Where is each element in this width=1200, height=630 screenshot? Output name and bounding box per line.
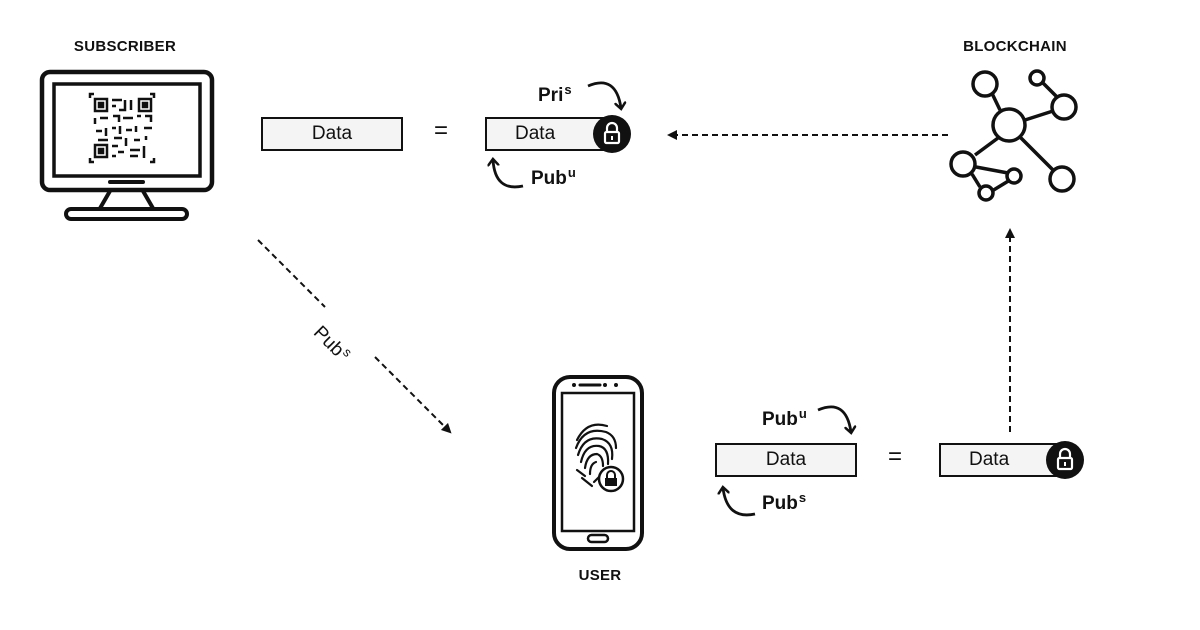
equals-sign-top: =	[434, 117, 449, 144]
blockchain-label: BLOCKCHAIN	[963, 38, 1067, 55]
padlock-icon	[593, 115, 631, 153]
monitor-with-qr-code-icon	[39, 69, 215, 221]
arrow-subscriber-to-user-a	[257, 239, 326, 308]
curved-arrow-bottom-pubs	[723, 488, 756, 517]
qr-code-icon	[88, 92, 156, 164]
encrypted-data-label: Data	[969, 449, 1010, 470]
equals-sign-bottom: =	[888, 443, 903, 470]
fingerprint-icon	[574, 423, 618, 488]
user-label: USER	[578, 567, 622, 584]
subscriber-label: SUBSCRIBER	[73, 38, 177, 55]
curved-arrow-bottom-pubu	[817, 405, 851, 432]
smartphone-with-fingerprint-lock-icon	[552, 375, 644, 551]
plain-data-box-bottom: Data	[715, 443, 857, 477]
key-label-pub-u: Pubu	[531, 165, 576, 189]
padlock-icon	[1046, 441, 1084, 479]
key-label-pri-s: Pris	[538, 82, 572, 106]
key-label-pub-s-bottom: Pubs	[762, 490, 807, 514]
key-label-pub-u-bottom: Pubu	[762, 406, 807, 430]
plain-data-box-top: Data	[261, 117, 403, 151]
network-nodes-icon	[949, 69, 1078, 202]
curved-arrow-top-pubkey	[493, 160, 524, 189]
encrypted-data-label: Data	[515, 123, 556, 144]
arrow-subscriber-to-user-b	[374, 356, 452, 434]
curved-arrow-top-prikey	[587, 81, 621, 108]
